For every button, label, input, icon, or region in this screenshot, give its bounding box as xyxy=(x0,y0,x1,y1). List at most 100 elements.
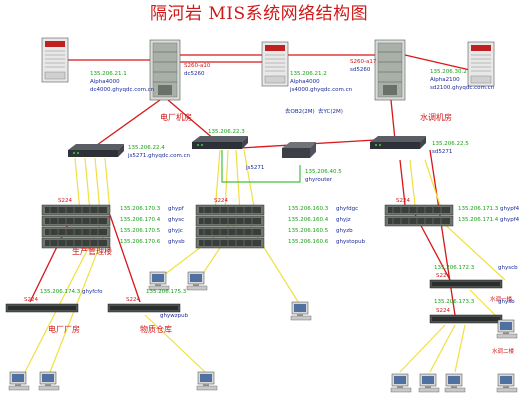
mid-hub-name-1: ghyfdgc xyxy=(336,206,359,212)
right-hub-tag: S224 xyxy=(396,198,410,204)
core-right-ip: 135.206.22.5 xyxy=(432,141,469,147)
plant-hub-ip: 135.206.174.3 xyxy=(40,289,81,295)
switch-core-mid xyxy=(192,136,248,149)
label-hvac-room: 水调机房 xyxy=(420,113,452,122)
hub-right-1 xyxy=(384,204,454,216)
right-hub-name-1: ghypf4 xyxy=(500,206,520,212)
prod-hub-ip-1: 135.206.170.3 xyxy=(120,206,161,212)
alpha3-host: sd2100.ghyqdc.com.cn xyxy=(430,85,495,91)
prod-hub-ip-4: 135.206.170.6 xyxy=(120,239,161,245)
router-icon xyxy=(282,142,316,158)
warehouse-hub-name: ghywzpub xyxy=(160,313,189,319)
mid-hub-ip-3: 135.206.160.5 xyxy=(288,228,329,234)
pc-warehouse xyxy=(196,371,218,391)
core-left-ip: 135.206.22.4 xyxy=(128,145,165,151)
pc-hvac-d xyxy=(496,373,518,393)
warehouse-hub-tag: S224 xyxy=(126,297,140,303)
s260-left-label: S260-a10 xyxy=(184,63,211,69)
core-left-name: js5271.ghyqdc.com.cn xyxy=(128,153,191,159)
alpha2-model: Alpha4000 xyxy=(290,79,320,85)
pc-hvac-c xyxy=(444,373,466,393)
server-s260-right xyxy=(374,39,406,101)
switch-core-left xyxy=(68,144,124,157)
hub-prod-1 xyxy=(41,204,111,216)
ethernet-links xyxy=(24,149,506,373)
router-link-b: 去YC(2M) xyxy=(318,109,343,115)
alpha2-ip: 135.206.21.2 xyxy=(290,71,327,77)
s260-left-name: dc5260 xyxy=(184,71,205,77)
hub-mid-3 xyxy=(195,226,265,238)
label-plant-room: 电厂厂房 xyxy=(48,325,80,334)
hub-mid-4 xyxy=(195,237,265,249)
floor1-hub-ip: 135.206.172.3 xyxy=(434,265,475,271)
label-hvac-floor2: 水调二楼 xyxy=(492,349,515,355)
label-production-building: 生产管理楼 xyxy=(72,247,112,256)
mid-hub-ip-1: 135.206.160.3 xyxy=(288,206,329,212)
label-power-room: 电厂机房 xyxy=(160,113,192,122)
floor1-hub-name: ghyscb xyxy=(498,265,518,271)
prod-hub-name-1: ghypf xyxy=(168,206,184,212)
right-hub-ip-2: 135.206.171.4 xyxy=(458,217,499,223)
label-hvac-floor1: 水调一楼 xyxy=(490,297,513,303)
router-ip: 135.206.40.5 xyxy=(305,169,342,175)
pc-plant-a xyxy=(8,371,30,391)
floor2-hub-ip: 135.206.173.3 xyxy=(434,299,475,305)
pc-mid-a xyxy=(148,271,170,291)
switch-core-right xyxy=(370,136,426,149)
mid-hub-name-3: ghyzb xyxy=(336,228,353,234)
right-hub-name-2: ghypf4 xyxy=(500,217,520,223)
hub-floor2 xyxy=(429,314,503,324)
hub-right-2 xyxy=(384,215,454,227)
mid-hub-name-2: ghyjz xyxy=(336,217,351,223)
pc-floor2 xyxy=(496,319,518,339)
server-alpha2100 xyxy=(467,41,495,87)
prod-hub-name-4: ghysb xyxy=(168,239,185,245)
mid-hub-name-4: ghystopub xyxy=(336,239,366,245)
hub-mid-2 xyxy=(195,215,265,227)
floor1-hub-tag: S224 xyxy=(436,273,450,279)
prod-hub-tag: S224 xyxy=(58,198,72,204)
alpha1-host: dc4000.ghyqdc.com.cn xyxy=(90,87,155,93)
alpha1-ip: 135.206.21.1 xyxy=(90,71,127,77)
pc-mid-b xyxy=(186,271,208,291)
alpha1-model: Alpha4000 xyxy=(90,79,120,85)
alpha3-model: Alpha2100 xyxy=(430,77,460,83)
hub-prod-2 xyxy=(41,215,111,227)
hub-plant xyxy=(5,303,79,313)
router-name: ghyrouter xyxy=(305,177,333,183)
plant-hub-name: ghyfcfo xyxy=(82,289,103,295)
hub-mid-1 xyxy=(195,204,265,216)
mid-hub-ip-4: 135.206.160.6 xyxy=(288,239,329,245)
s260-right-name: sd5260 xyxy=(350,67,371,73)
alpha3-ip: 135.206.30.2 xyxy=(430,69,467,75)
core-mid-ip: 135.206.22.3 xyxy=(208,129,245,135)
pc-mid-c xyxy=(290,301,312,321)
warehouse-hub-ip: 135.206.175.3 xyxy=(146,289,187,295)
router-link xyxy=(221,150,301,183)
server-s260-left xyxy=(149,39,181,101)
core-mid-name: js5271 xyxy=(246,165,265,171)
s260-right-label: S260-a17 xyxy=(350,59,377,65)
hub-prod-3 xyxy=(41,226,111,238)
page-title: 隔河岩 MIS系统网络结构图 xyxy=(150,4,369,24)
hub-floor1 xyxy=(429,279,503,289)
pc-plant-b xyxy=(38,371,60,391)
floor2-hub-tag: S224 xyxy=(436,308,450,314)
server-alpha4000-2 xyxy=(261,41,289,87)
prod-hub-ip-3: 135.206.170.5 xyxy=(120,228,161,234)
mid-hub-ip-2: 135.206.160.4 xyxy=(288,217,329,223)
floor2-hub-name: ghysb xyxy=(498,299,515,305)
router-link-a: 去OB2(2M) xyxy=(285,109,315,115)
core-right-name: sd5271 xyxy=(432,149,453,155)
prod-hub-name-3: ghyjc xyxy=(168,228,183,234)
pc-hvac-a xyxy=(390,373,412,393)
prod-hub-name-2: ghysc xyxy=(168,217,185,223)
prod-hub-ip-2: 135.206.170.4 xyxy=(120,217,161,223)
plant-hub-tag: S224 xyxy=(24,297,38,303)
right-hub-ip-1: 135.206.171.3 xyxy=(458,206,499,212)
server-alpha4000-1 xyxy=(41,37,69,83)
hub-warehouse xyxy=(107,303,181,313)
mid-hub-tag: S224 xyxy=(214,198,228,204)
